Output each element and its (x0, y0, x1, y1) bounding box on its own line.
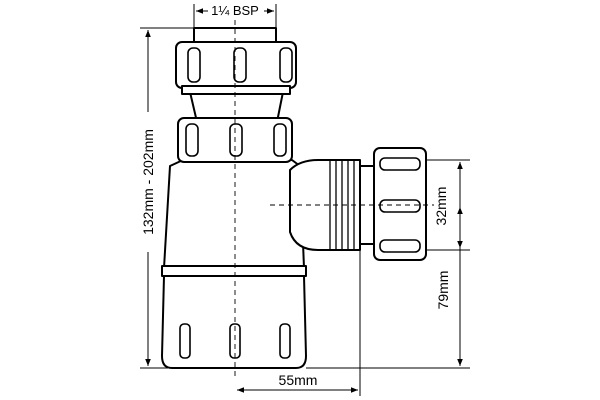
inlet-thread-label: 1¼ BSP (211, 3, 259, 18)
outlet-height-label: 79mm (435, 271, 451, 310)
inlet-thread-dimension: 1¼ BSP (193, 2, 277, 34)
outlet-diameter-dimension: 32mm (426, 159, 470, 251)
outlet-diameter-label: 32mm (433, 187, 449, 226)
total-height-label: 132mm - 202mm (140, 129, 156, 235)
outlet-height-dimension: 79mm (306, 207, 470, 369)
bottom-cap (161, 275, 307, 369)
outlet-reach-dimension: 55mm (237, 250, 361, 396)
bottom-cap-ribs (179, 323, 291, 359)
body-seal-ring (161, 265, 307, 277)
outlet-nut (359, 147, 427, 261)
top-nut (175, 41, 297, 95)
total-height-dimension: 132mm - 202mm (140, 27, 194, 369)
outlet-reach-label: 55mm (279, 372, 318, 388)
bottle-body (163, 159, 305, 269)
